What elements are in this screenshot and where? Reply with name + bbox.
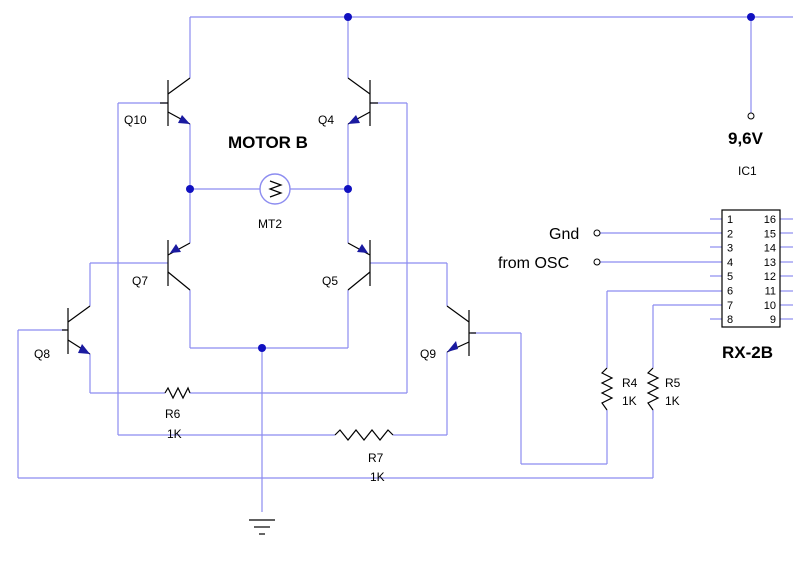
junction-dot (344, 13, 352, 21)
q8-label: Q8 (34, 347, 50, 361)
ic-pin-right-16: 16 (764, 214, 776, 226)
ic-pin-left-8: 8 (727, 314, 733, 326)
q7-label: Q7 (132, 274, 148, 288)
q10-label: Q10 (124, 113, 147, 127)
ic-right-pins: 16 15 14 13 12 11 10 9 (764, 214, 776, 326)
r6-value: 1K (167, 427, 182, 441)
junction-dot (258, 344, 266, 352)
ic-pin-left-5: 5 (727, 271, 733, 283)
ic-left-pins: 1 2 3 4 5 6 7 8 (727, 214, 733, 326)
transistor-q10: Q10 (124, 77, 191, 127)
ic-pin-left-2: 2 (727, 228, 733, 240)
ic-pin-left-6: 6 (727, 286, 733, 298)
resistor-r7: R7 1K (334, 429, 394, 484)
resistor-r6: R6 1K (164, 386, 191, 441)
transistor-q4: Q4 (318, 77, 378, 127)
ic-pin-right-11: 11 (765, 286, 776, 298)
junction-dot (186, 185, 194, 193)
ic-pin-right-13: 13 (764, 257, 776, 269)
ic-name: RX-2B (722, 343, 773, 362)
ic-pin-left-3: 3 (727, 243, 733, 255)
r4-value: 1K (622, 394, 637, 408)
q9-label: Q9 (420, 347, 436, 361)
gnd-label: Gnd (549, 226, 579, 243)
ground-symbol (249, 519, 275, 535)
ic-pin-right-9: 9 (770, 314, 776, 326)
transistor-q8: Q8 (34, 305, 91, 361)
supply-label: 9,6V (728, 129, 764, 148)
transistor-q7: Q7 (132, 240, 191, 291)
junction-dot (344, 185, 352, 193)
ic-pin-right-12: 12 (764, 271, 776, 283)
input-osc: from OSC (498, 255, 601, 272)
ic-pin-left-1: 1 (727, 214, 733, 226)
osc-label: from OSC (498, 255, 569, 272)
ic-pin-right-14: 14 (764, 243, 776, 255)
motor-mt2: MOTOR B MT2 (228, 133, 308, 231)
resistor-r5: R5 1K (646, 367, 681, 411)
q4-label: Q4 (318, 113, 334, 127)
r6-ref: R6 (165, 407, 181, 421)
input-gnd: Gnd (549, 226, 601, 243)
q5-label: Q5 (322, 274, 338, 288)
ic-ref: IC1 (738, 164, 757, 178)
r7-value: 1K (370, 470, 385, 484)
r5-value: 1K (665, 394, 680, 408)
transistor-q5: Q5 (322, 240, 371, 291)
r5-ref: R5 (665, 376, 681, 390)
resistor-r4: R4 1K (600, 367, 638, 411)
junction-dot (747, 13, 755, 21)
transistor-q9: Q9 (420, 305, 476, 361)
junction-dots (186, 13, 755, 352)
motor-ref: MT2 (258, 217, 282, 231)
ic-pin-left-4: 4 (727, 257, 733, 269)
supply-terminal: 9,6V (728, 112, 764, 148)
r4-ref: R4 (622, 376, 638, 390)
ic-pin-right-15: 15 (764, 228, 776, 240)
motor-title: MOTOR B (228, 133, 308, 152)
ic-pin-right-10: 10 (764, 300, 776, 312)
r7-ref: R7 (368, 451, 384, 465)
ic-pin-left-7: 7 (727, 300, 733, 312)
wires (17, 16, 793, 512)
